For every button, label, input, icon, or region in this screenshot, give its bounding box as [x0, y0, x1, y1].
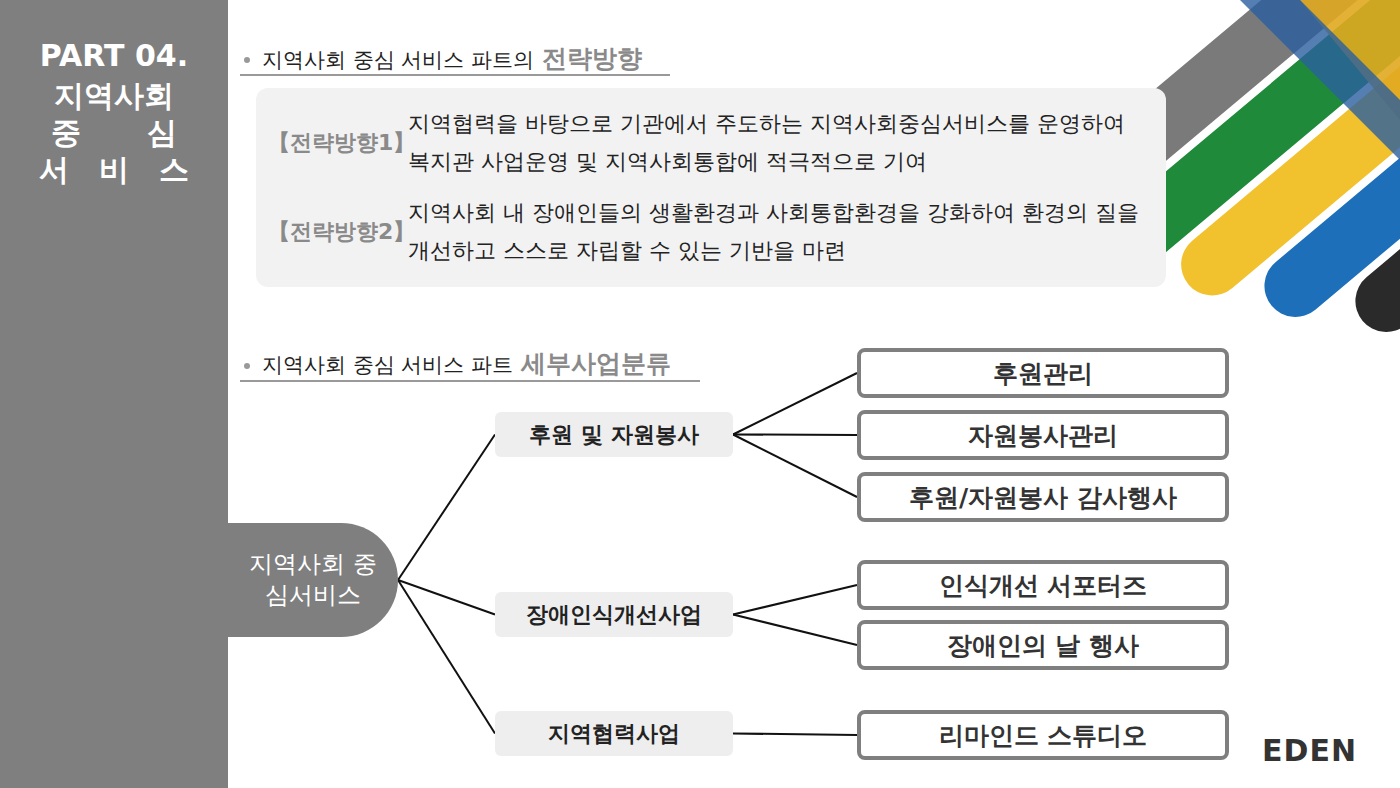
category-box: 후원 및 자원봉사	[495, 412, 733, 457]
tree-connector	[398, 435, 495, 581]
node-text: 후원 및 자원봉사	[529, 420, 698, 450]
section-header: 지역사회 중심 서비스 파트의 전략방향	[262, 42, 642, 75]
node-text: 자원봉사관리	[968, 419, 1118, 452]
side-panel	[0, 0, 228, 788]
node-text: 후원/자원봉사 감사행사	[909, 481, 1177, 514]
part-title: 중 심	[51, 113, 205, 154]
root-node: 지역사회 중심서비스	[228, 523, 398, 637]
node-text: 장애인의 날 행사	[947, 629, 1139, 662]
part-title: 지역사회	[54, 76, 174, 117]
program-box: 리마인드 스튜디오	[857, 710, 1229, 760]
node-text: 장애인식개선사업	[526, 600, 702, 630]
node-text: 인식개선 서포터즈	[939, 569, 1148, 602]
tree-connector	[733, 373, 857, 435]
header-text: 지역사회 중심 서비스 파트의	[262, 46, 534, 74]
tree-connector	[733, 615, 857, 646]
part-title: PART 04.	[40, 38, 188, 73]
tree-connector	[398, 580, 495, 734]
header-emphasis: 전략방향	[542, 42, 642, 75]
section-header: 지역사회 중심 서비스 파트 세부사업분류	[262, 347, 671, 380]
node-text: 지역사회 중심서비스	[242, 549, 384, 611]
category-box: 지역협력사업	[495, 711, 733, 756]
logo: EDEN	[1262, 733, 1357, 768]
header-text: 지역사회 중심 서비스 파트	[262, 351, 513, 379]
node-text: 지역협력사업	[548, 719, 680, 749]
header-emphasis: 세부사업분류	[521, 347, 671, 380]
program-box: 자원봉사관리	[857, 410, 1229, 460]
tree-connector	[733, 585, 857, 615]
node-text: 후원관리	[993, 357, 1093, 390]
strategy-text: 지역협력을 바탕으로 기관에서 주도하는 지역사회중심서비스를 운영하여 복지관…	[408, 105, 1148, 182]
part-title: 서 비 스	[39, 150, 200, 191]
strategy-text: 지역사회 내 장애인들의 생활환경과 사회통합환경을 강화하여 환경의 질을 개…	[408, 194, 1148, 271]
tree-connector	[398, 580, 495, 615]
program-box: 후원관리	[857, 348, 1229, 398]
tree-connector	[733, 435, 857, 498]
program-box: 장애인의 날 행사	[857, 620, 1229, 670]
strategy-label: 【전략방향1】	[268, 128, 408, 158]
node-text: 리마인드 스튜디오	[939, 719, 1148, 752]
program-box: 인식개선 서포터즈	[857, 560, 1229, 610]
tree-connector	[733, 434, 857, 437]
strategy-panel: 【전략방향1】지역협력을 바탕으로 기관에서 주도하는 지역사회중심서비스를 운…	[256, 88, 1166, 287]
category-box: 장애인식개선사업	[495, 592, 733, 637]
tree-connector	[733, 734, 857, 736]
strategy-label: 【전략방향2】	[268, 217, 408, 247]
program-box: 후원/자원봉사 감사행사	[857, 472, 1229, 522]
